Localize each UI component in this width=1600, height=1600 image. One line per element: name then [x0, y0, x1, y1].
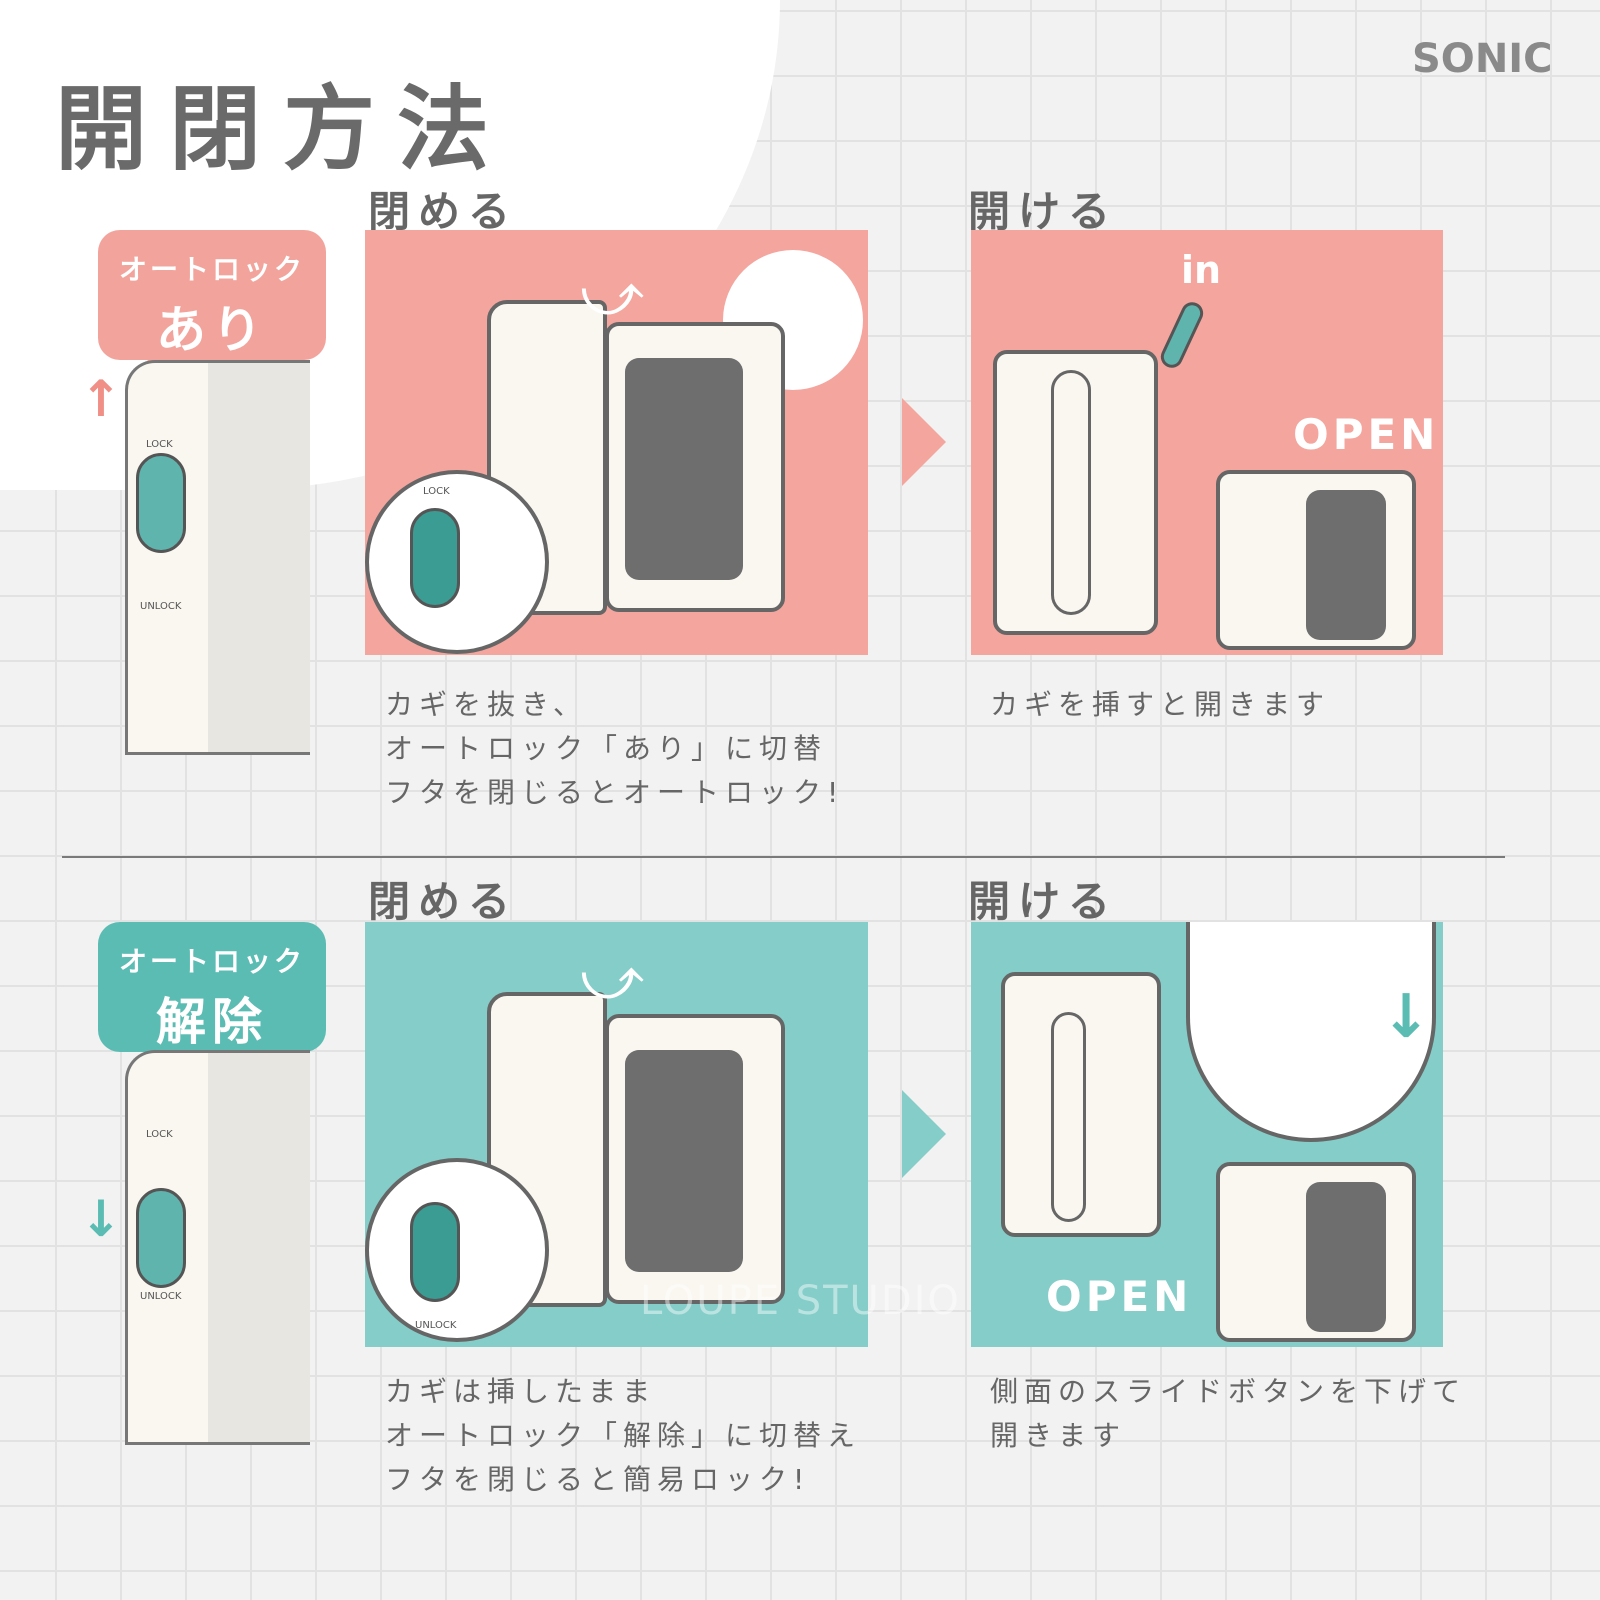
- slider-knob: [136, 1188, 186, 1288]
- lock-label: LOCK: [146, 439, 173, 450]
- slider-knob: [136, 453, 186, 553]
- close-illustration: LOCK ⤻: [365, 230, 868, 655]
- arrow-down-icon: ↓: [80, 1190, 122, 1248]
- badge-line1: オートロック: [118, 253, 305, 286]
- close-illustration: UNLOCK ⤻: [365, 922, 868, 1347]
- close-caption: カギを抜き、 オートロック「あり」に切替 フタを閉じるとオートロック!: [385, 688, 845, 809]
- open-caption: カギを挿すと開きます: [990, 688, 1331, 721]
- badge-line2: 解除: [156, 993, 268, 1051]
- unlock-label: UNLOCK: [140, 1291, 182, 1302]
- badge-line1: オートロック: [118, 945, 305, 978]
- closed-case: [993, 350, 1158, 635]
- brand-logo: SONIC: [1412, 36, 1553, 82]
- lock-switch-illustration: LOCK UNLOCK: [125, 1050, 310, 1445]
- open-heading: 開ける: [968, 187, 1119, 236]
- section-divider: [62, 856, 1505, 858]
- page-title: 開閉方法: [55, 76, 512, 183]
- lock-switch-illustration: LOCK UNLOCK: [125, 360, 310, 755]
- in-label: in: [1181, 248, 1222, 292]
- arrow-up-icon: ↑: [80, 370, 122, 428]
- open-illustration: ↓ OPEN: [971, 922, 1443, 1347]
- next-arrow-icon: [902, 1090, 946, 1178]
- key-icon: [1157, 298, 1207, 372]
- close-heading: 閉める: [368, 877, 519, 926]
- open-illustration: in OPEN: [971, 230, 1443, 655]
- watermark: LOUPE STUDIO: [640, 1278, 961, 1324]
- unlock-label: UNLOCK: [140, 601, 182, 612]
- open-label: OPEN: [1293, 410, 1440, 459]
- inset-unlock-label: UNLOCK: [415, 1320, 457, 1331]
- close-heading: 閉める: [368, 187, 519, 236]
- inset-lock-label: LOCK: [423, 486, 450, 497]
- lock-label: LOCK: [146, 1129, 173, 1140]
- open-caption: 側面のスライドボタンを下げて 開きます: [990, 1375, 1467, 1452]
- next-arrow-icon: [902, 398, 946, 486]
- open-heading: 開ける: [968, 877, 1119, 926]
- badge-line2: あり: [156, 301, 268, 359]
- open-label: OPEN: [1046, 1272, 1193, 1321]
- autolock-on-badge: オートロック あり: [98, 230, 326, 370]
- close-caption: カギは挿したまま オートロック「解除」に切替え フタを閉じると簡易ロック!: [385, 1375, 862, 1496]
- autolock-off-badge: オートロック 解除: [98, 922, 326, 1062]
